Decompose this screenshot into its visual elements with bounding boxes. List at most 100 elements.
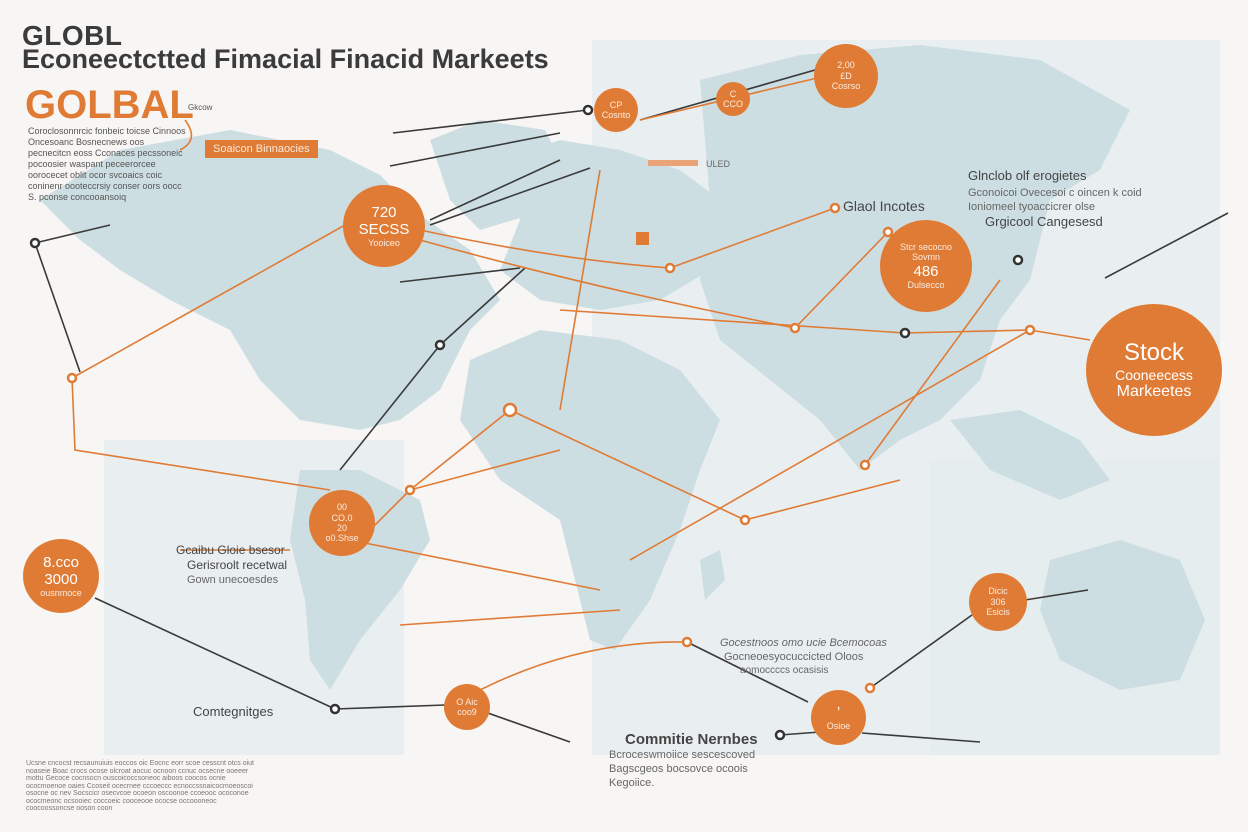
connection-line <box>392 109 589 134</box>
africa <box>460 330 720 650</box>
title-line-1: GLOBL <box>22 20 123 51</box>
circle-south-atlantic[interactable]: O Aic coo9 <box>444 684 490 730</box>
node-dot <box>882 226 894 238</box>
circle-south-america[interactable]: 00 CO.0 20 o0.Shse <box>309 490 375 556</box>
circle-caption: ousnmoce <box>40 588 82 599</box>
circle-asia-central[interactable]: Stcr secocno Sovmn 486 Dulsecco <box>880 220 972 312</box>
circle-value: CP <box>609 99 623 110</box>
circle-line2: CCO <box>723 99 743 109</box>
asia-sub-1: Gconoicoi Ovecesoi c oincen k coid <box>968 187 1142 199</box>
circle-caption: Yooiceo <box>368 238 400 249</box>
circle-line2: 306 <box>990 596 1006 607</box>
footnote: Ucsne cncocst recsaunuiuis eoccos oic Eo… <box>26 760 254 812</box>
circle-value: O Aic <box>456 696 478 707</box>
connection-line <box>179 119 193 151</box>
connection-line <box>794 231 889 329</box>
circle-line2: Cooneecess <box>1115 366 1193 383</box>
connection-line <box>94 597 336 710</box>
commite-title: Commitie Nernbes <box>625 731 758 748</box>
node-dot <box>434 339 446 351</box>
node-dot <box>789 322 801 334</box>
node-dot <box>739 514 751 526</box>
connection-line <box>349 539 601 591</box>
connection-line <box>1104 212 1229 279</box>
connection-line <box>34 242 81 373</box>
nodes <box>29 104 1036 741</box>
node-dot <box>859 459 871 471</box>
circle-value: 720 <box>371 203 397 221</box>
circle-caption: Cosnto <box>601 110 631 120</box>
node-dot <box>66 372 78 384</box>
node-dot <box>1012 254 1024 266</box>
circle-value: Stock <box>1123 338 1185 366</box>
connection-line <box>479 641 688 691</box>
connection-line <box>559 169 601 411</box>
connection-line <box>429 159 561 221</box>
commite-sub-3: Kegoiice. <box>609 777 655 789</box>
connection-line <box>429 167 591 226</box>
circle-asia-north[interactable]: 2,00 £D Cosrso <box>814 44 878 108</box>
circle-value: C <box>729 88 737 99</box>
connection-line <box>339 344 441 471</box>
global-heading: GOLBAL <box>25 83 194 127</box>
ocean-sub-2: Gocneoesyocuccicted Oloos <box>724 651 864 663</box>
circle-caption: o0.Shse <box>325 533 359 544</box>
connection-line <box>409 449 561 491</box>
global-incotes-label: Glaol Incotes <box>843 198 925 214</box>
connection-line <box>779 731 821 736</box>
circle-value: Stcr secocno <box>899 241 953 252</box>
circle-value: 2,00 <box>837 60 855 71</box>
circle-north-america[interactable]: 720 SECSS Yooiceo <box>343 185 425 267</box>
title-line-2: Econeectctted Fimacial Finacid Markeets <box>22 44 549 74</box>
connection-line <box>419 229 671 269</box>
circle-australia[interactable]: Dicic 306 Esicis <box>969 573 1027 631</box>
asia-sub-3: Grgicool Cangesesd <box>985 214 1103 229</box>
node-square <box>636 232 649 245</box>
connection-line <box>399 609 621 626</box>
connection-line <box>861 732 981 743</box>
circle-caption: Cosrso <box>831 81 861 92</box>
node-dot <box>329 703 341 715</box>
node-dot <box>864 682 876 694</box>
node-square <box>648 160 698 166</box>
circle-line2: £D <box>840 70 852 81</box>
circle-europe-north[interactable]: CP Cosnto <box>594 88 638 132</box>
node-dot <box>899 327 911 339</box>
node-dot <box>29 237 41 249</box>
circle-caption: Dulsecco <box>907 279 945 290</box>
connection-line <box>559 309 1091 341</box>
node-dot <box>582 104 594 116</box>
connection-line <box>864 279 1001 466</box>
circle-pacific-left[interactable]: 8.cco 3000 ousnmoce <box>23 539 99 613</box>
node-dot <box>664 262 676 274</box>
circle-stock[interactable]: Stock Cooneecess Markeetes <box>1086 304 1222 436</box>
madagascar <box>700 550 725 600</box>
connection-line <box>71 377 331 491</box>
asia-sub-2: Ioniomeel tyoaccicrer olse <box>968 201 1096 213</box>
south-america-title: Gcaibu Gloie bsesor <box>176 543 285 557</box>
node-dot <box>404 484 416 496</box>
node-dot <box>681 636 693 648</box>
circle-line2: SECSS <box>358 220 410 238</box>
circle-line2: CO.0 <box>331 512 353 523</box>
node-dot <box>829 202 841 214</box>
australia <box>1040 540 1205 690</box>
connection-line <box>669 207 836 269</box>
south-america-sub-1: Gerisroolt recetwal <box>187 558 288 572</box>
ocean-sub-3: aomoccccs ocasisis <box>740 665 829 676</box>
connection-line <box>484 711 571 743</box>
small-label: Gkcow <box>188 103 213 112</box>
commite-sub-2: Bagscgeos bocsovce ocoois <box>609 763 748 775</box>
circle-line2: coo9 <box>457 707 477 717</box>
circle-line2: 3000 <box>44 570 78 588</box>
node-dot <box>502 402 518 418</box>
circle-value: ’ <box>836 703 841 721</box>
tag-label: Soaicon Binnaocies <box>205 140 318 158</box>
circle-value: Dicic <box>988 586 1008 597</box>
circle-russia[interactable]: C CCO <box>716 82 750 116</box>
connection-line <box>869 614 973 689</box>
circle-line2: Sovmn <box>911 252 940 263</box>
circle-value2: 486 <box>913 262 939 280</box>
connection-line <box>34 224 111 244</box>
circle-indian-ocean[interactable]: ’ Osioe <box>811 690 866 745</box>
